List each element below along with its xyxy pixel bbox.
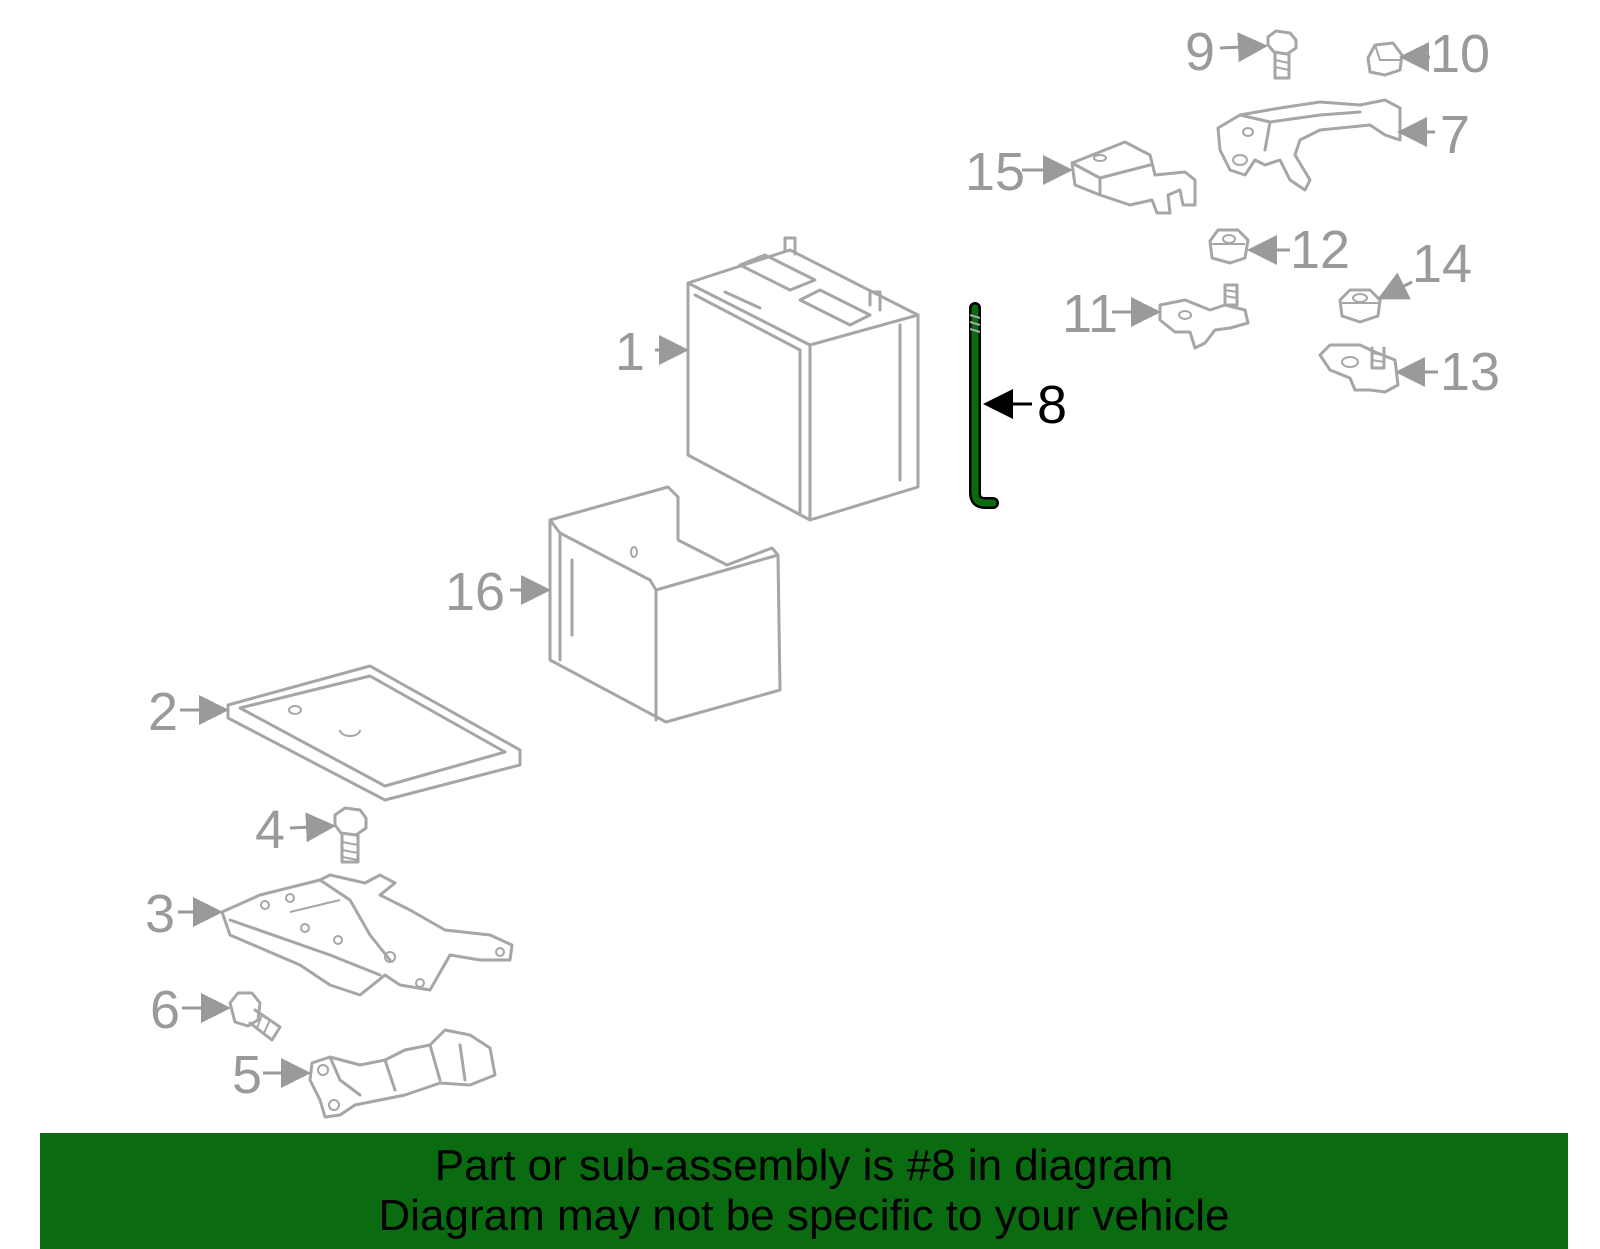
bolt-part-9[interactable] bbox=[1266, 29, 1298, 80]
bolt-part-6[interactable] bbox=[228, 991, 282, 1042]
terminal-part-13[interactable] bbox=[1318, 343, 1400, 394]
terminal-part-11[interactable] bbox=[1158, 283, 1250, 350]
leader-arrows bbox=[178, 32, 1438, 1088]
callout-5: 5 bbox=[232, 1045, 262, 1105]
callout-14: 14 bbox=[1412, 234, 1472, 294]
nut-part-10[interactable] bbox=[1366, 41, 1404, 77]
info-banner: Part or sub-assembly is #8 in diagram Di… bbox=[40, 1133, 1568, 1249]
arrow-9 bbox=[1219, 32, 1268, 63]
callout-6: 6 bbox=[150, 980, 180, 1040]
arrow-4 bbox=[289, 812, 336, 843]
callout-labels: 1 16 2 4 3 6 5 9 10 7 15 12 11 14 13 8 bbox=[145, 22, 1500, 1105]
banner-line-disclaimer: Diagram may not be specific to your vehi… bbox=[378, 1191, 1230, 1240]
hold-down-rod-part-8[interactable] bbox=[969, 302, 999, 509]
callout-7: 7 bbox=[1440, 105, 1470, 165]
rod-highlight-fill bbox=[971, 304, 997, 507]
callout-2: 2 bbox=[148, 682, 178, 742]
battery-box-part-16[interactable] bbox=[548, 485, 782, 724]
callout-13: 13 bbox=[1440, 342, 1500, 402]
callout-1: 1 bbox=[615, 322, 645, 382]
nut-part-12[interactable] bbox=[1208, 228, 1250, 265]
arrow-14 bbox=[1377, 272, 1413, 300]
bracket-part-3[interactable] bbox=[220, 873, 514, 997]
clamp-piece-part-15[interactable] bbox=[1070, 140, 1197, 215]
bracket-part-5[interactable] bbox=[308, 1028, 497, 1119]
banner-line-part: Part or sub-assembly is #8 in diagram bbox=[434, 1141, 1174, 1190]
callout-3: 3 bbox=[145, 884, 175, 944]
callout-16: 16 bbox=[445, 562, 505, 622]
callout-4: 4 bbox=[255, 800, 285, 860]
callout-15: 15 bbox=[965, 142, 1025, 202]
callout-11: 11 bbox=[1062, 284, 1118, 344]
tray-plate-part-2[interactable] bbox=[226, 664, 522, 802]
callout-9: 9 bbox=[1185, 22, 1215, 82]
battery-part-1[interactable] bbox=[686, 236, 920, 522]
callout-10: 10 bbox=[1430, 24, 1490, 84]
nut-part-14[interactable] bbox=[1338, 288, 1382, 324]
callout-12: 12 bbox=[1290, 220, 1350, 280]
clamp-part-7[interactable] bbox=[1216, 98, 1402, 192]
bolt-part-4[interactable] bbox=[333, 806, 368, 864]
callout-8: 8 bbox=[1037, 375, 1067, 435]
